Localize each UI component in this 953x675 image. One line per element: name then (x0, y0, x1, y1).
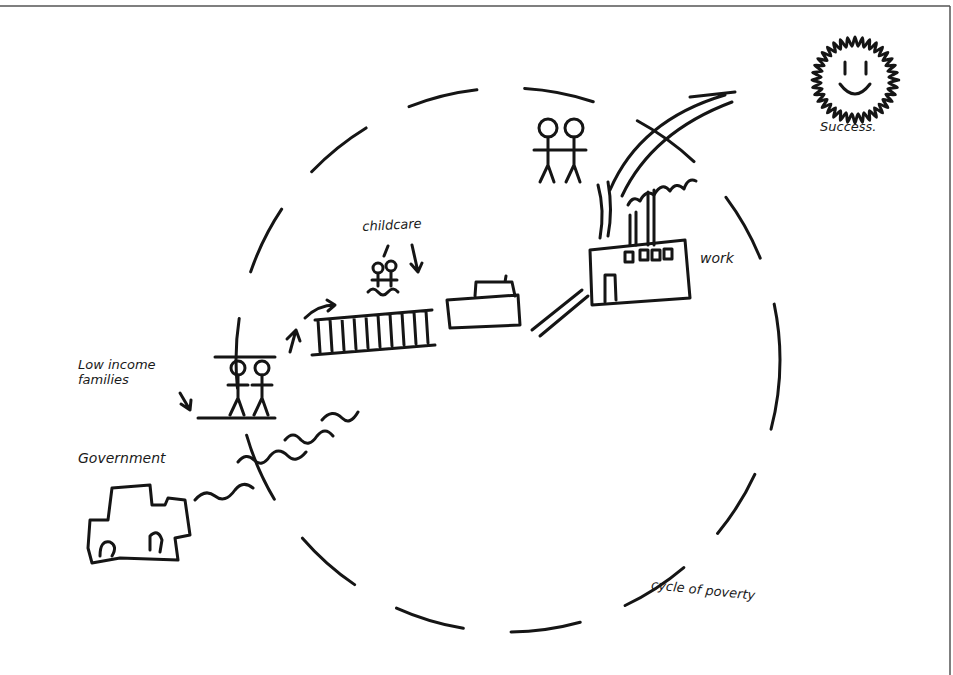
handwritten-label: work (700, 250, 770, 266)
sun-face (840, 62, 870, 94)
government-building (88, 485, 190, 563)
school-box (447, 276, 520, 328)
stick-figure-head (539, 119, 557, 137)
child-head (373, 263, 383, 273)
path-lines (532, 290, 588, 336)
platform-lines (198, 357, 275, 418)
pointer-arrow (180, 393, 191, 410)
handwritten-label: cycle of poverty (650, 578, 801, 609)
children-bodies (368, 272, 398, 295)
building-outline (88, 485, 190, 563)
factory-windows (625, 249, 672, 262)
successful-family (534, 119, 586, 182)
handwritten-label: Success. (820, 120, 910, 135)
factory-door (605, 275, 616, 302)
child-head (386, 261, 396, 271)
sun-symbol (812, 37, 899, 123)
handwritten-label: Low income families (78, 358, 160, 388)
rising-path (610, 92, 735, 196)
childcare-pointer (384, 245, 422, 272)
stick-figure-bodies (228, 375, 272, 415)
factory-outline (590, 240, 690, 305)
jump-arrow (305, 300, 335, 318)
stick-figure-head (565, 119, 583, 137)
water-waves (195, 412, 358, 500)
handwritten-label: Government (78, 450, 208, 466)
fence-lines (312, 310, 435, 355)
factory (590, 180, 696, 305)
factory-smoke (628, 180, 696, 205)
page-frame (0, 6, 950, 675)
dashed-cycle-circle (236, 88, 780, 632)
family-platform (198, 357, 275, 418)
up-arrow (287, 330, 300, 352)
stick-figure-head (231, 361, 245, 375)
stick-figure-head (255, 361, 269, 375)
building-doors (100, 533, 162, 556)
sun-outline (812, 37, 899, 123)
handwritten-label: childcare (362, 214, 473, 235)
stick-figure-bodies (534, 137, 586, 182)
